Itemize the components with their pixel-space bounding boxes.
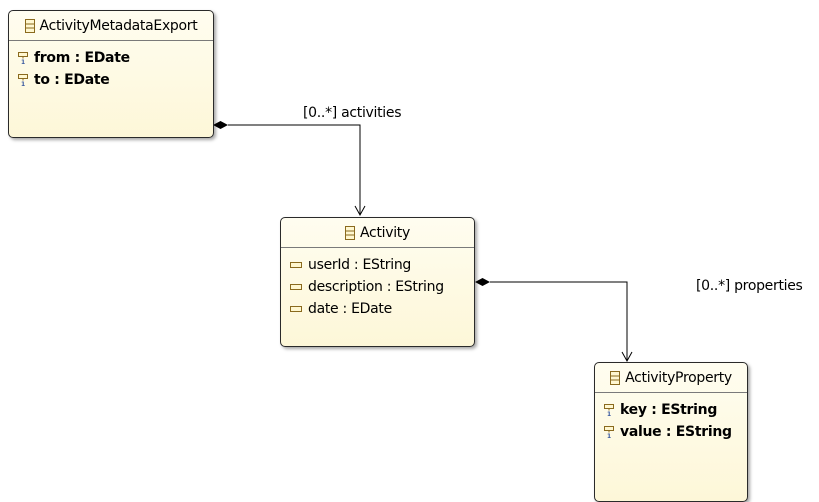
reference-edges [213,121,633,363]
attribute-row[interactable]: userId : EString [281,254,474,276]
attribute-row[interactable]: date : EDate [281,298,474,320]
attribute-required-icon: 1 [18,74,28,86]
attribute-row[interactable]: 1 to : EDate [9,69,213,91]
attribute-icon [290,305,302,313]
attribute-required-icon: 1 [18,52,28,64]
svg-text:1: 1 [607,433,611,438]
attribute-required-icon: 1 [604,426,614,438]
svg-text:1: 1 [607,411,611,416]
class-header: ActivityProperty [595,363,747,393]
class-header: Activity [281,218,474,248]
class-name: Activity [360,224,410,241]
class-activity-metadata-export[interactable]: ActivityMetadataExport 1 from : EDate 1 … [8,10,214,138]
attribute-row[interactable]: 1 key : EString [595,399,747,421]
containment-diamond [213,121,228,129]
svg-text:1: 1 [21,59,25,64]
containment-diamond [475,278,490,286]
activities-reference-label: [0..*] activities [303,105,402,121]
class-activity[interactable]: Activity userId : EString description : … [280,217,475,347]
class-header: ActivityMetadataExport [9,11,213,41]
attribute-icon [290,261,302,269]
attribute-row[interactable]: description : EString [281,276,474,298]
svg-text:1: 1 [21,81,25,86]
properties-reference-label: [0..*] properties [696,278,803,294]
class-activity-property[interactable]: ActivityProperty 1 key : EString 1 value… [594,362,748,502]
eclass-icon [345,225,356,240]
attribute-required-icon: 1 [604,404,614,416]
eclass-icon [610,370,621,385]
class-name: ActivityProperty [625,369,732,386]
attribute-row[interactable]: 1 from : EDate [9,47,213,69]
arrowhead [621,351,633,363]
eclass-icon [24,18,35,33]
properties-reference-edge[interactable] [475,278,633,363]
arrowhead [354,205,366,217]
attribute-row[interactable]: 1 value : EString [595,421,747,443]
class-name: ActivityMetadataExport [39,17,198,34]
attribute-icon [290,283,302,291]
activities-reference-edge[interactable] [213,121,366,217]
